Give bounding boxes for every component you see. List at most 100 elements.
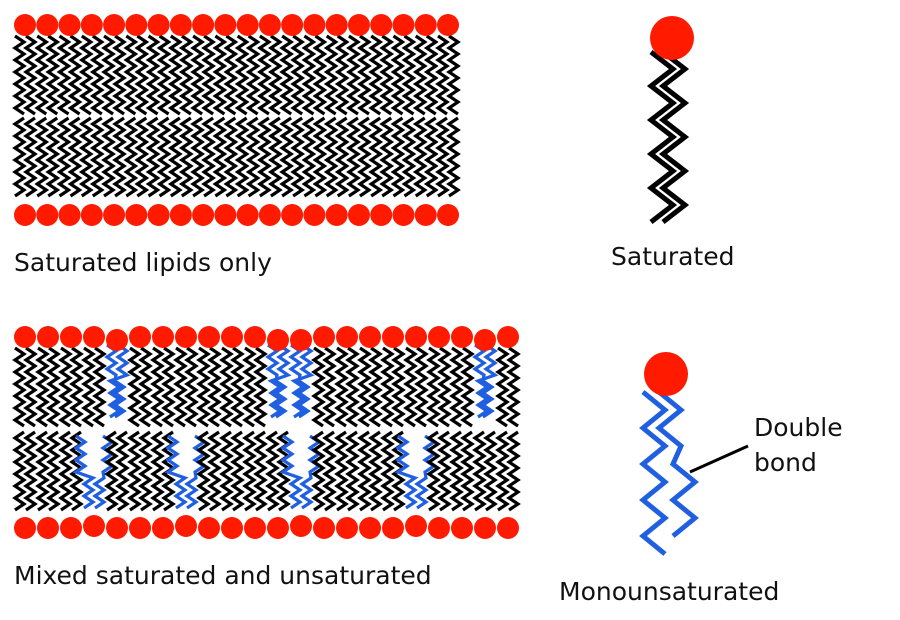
saturated-tail [483, 430, 498, 512]
top-lipid-tails [78, 34, 105, 116]
bottom-lipid-tails [346, 116, 372, 198]
top-lipid-tails [190, 34, 216, 116]
saturated-tail [401, 116, 417, 198]
saturated-tail [230, 430, 245, 512]
lipid-head [152, 517, 174, 539]
top-lipid-tails [334, 346, 360, 428]
unsaturated-tail [267, 343, 292, 419]
saturated-tail [334, 34, 350, 116]
saturated-tail [112, 34, 127, 116]
saturated-tail [12, 430, 27, 512]
saturated-tail [242, 346, 257, 428]
saturated-tail [45, 116, 61, 198]
saturated-tail [446, 116, 461, 198]
saturated-tail [257, 34, 272, 116]
saturated-tail [23, 116, 38, 198]
saturated-tail [368, 430, 383, 512]
saturated-tail [35, 430, 50, 512]
unsaturated-tail [474, 343, 499, 419]
bottom-lipid-tails [472, 430, 498, 512]
lipid-head [437, 14, 459, 36]
lipid-head [370, 204, 393, 226]
saturated-tail [414, 346, 429, 428]
saturated-tail [201, 34, 216, 116]
saturated-tail [196, 346, 211, 428]
lipid-head [83, 515, 105, 537]
top-lipid-tails [426, 346, 452, 428]
top-lipid-tails [212, 34, 239, 116]
saturated-tail [257, 116, 272, 198]
lipid-head [221, 517, 243, 539]
saturated-tail [34, 116, 50, 198]
saturated-tail [322, 346, 337, 428]
saturated-tail [449, 346, 464, 428]
bottom-lipid-tails [242, 430, 268, 512]
lipid-head [244, 326, 266, 348]
top-lipid-tails [380, 346, 406, 428]
saturated-tail [58, 430, 73, 512]
saturated-tail [323, 116, 339, 198]
lipid-head [347, 14, 370, 36]
saturated-tail [345, 346, 360, 428]
lipid-head [14, 14, 36, 36]
saturated-tail [230, 346, 245, 428]
lipid-head [290, 515, 312, 537]
bottom-lipid-tails [212, 116, 239, 198]
saturated-tail [446, 34, 461, 116]
lipid-head [36, 14, 59, 36]
lipid-head [474, 517, 496, 539]
bottom-lipid-tails [334, 430, 360, 512]
top-lipid-tails [56, 34, 83, 116]
top-lipid-tails [196, 346, 222, 428]
lipid-head [236, 14, 259, 36]
bottom-lipid-tails [145, 116, 172, 198]
saturated-tail [207, 346, 222, 428]
saturated-tail [268, 34, 283, 116]
saturated-tail [92, 346, 107, 428]
saturated-tail [242, 430, 257, 512]
saturated-tail [334, 430, 349, 512]
bottom-lipid-tails [196, 430, 222, 512]
bottom-lipid-tails [311, 430, 337, 512]
lipid-head [147, 204, 170, 226]
saturated-tail [45, 34, 61, 116]
saturated-tail [426, 346, 441, 428]
lipid-head [428, 326, 450, 348]
saturated-tail [184, 346, 199, 428]
saturated-tail [460, 430, 475, 512]
top-lipid-tails [101, 34, 127, 116]
lipid-head [236, 204, 259, 226]
lipid-head [347, 204, 370, 226]
lipid-head [14, 204, 36, 226]
saturated-tail [495, 346, 510, 428]
lipid-head [258, 14, 281, 36]
top-lipid-tails [145, 34, 172, 116]
saturated-tail [12, 346, 27, 428]
top-lipid-tails [173, 346, 199, 428]
lipid-head [336, 517, 358, 539]
bottom-lipid-tails [394, 434, 437, 510]
saturated-tail [345, 430, 360, 512]
top-lipid-tails [368, 34, 395, 116]
saturated-tail [322, 430, 337, 512]
top-lipid-tails [472, 343, 499, 419]
top-lipid-tails [346, 34, 372, 116]
saturated-tail [437, 430, 452, 512]
saturated-tail [472, 430, 487, 512]
saturated-tail [506, 430, 521, 512]
saturated-tail [245, 116, 261, 198]
bottom-lipid-tails [72, 434, 115, 510]
saturated-tail [67, 116, 83, 198]
label-saturated-lipids-only: Saturated lipids only [14, 248, 272, 277]
lipid-head [221, 326, 243, 348]
top-lipid-tails [403, 346, 429, 428]
lipid-head [36, 204, 59, 226]
top-lipid-tails [412, 34, 439, 116]
lipid-head [428, 517, 450, 539]
saturated-tail [223, 116, 239, 198]
lipid-head [451, 517, 473, 539]
top-lipid-tails [35, 346, 61, 428]
lipid-head [129, 517, 151, 539]
saturated-tail [46, 430, 61, 512]
lipid-head [147, 14, 170, 36]
